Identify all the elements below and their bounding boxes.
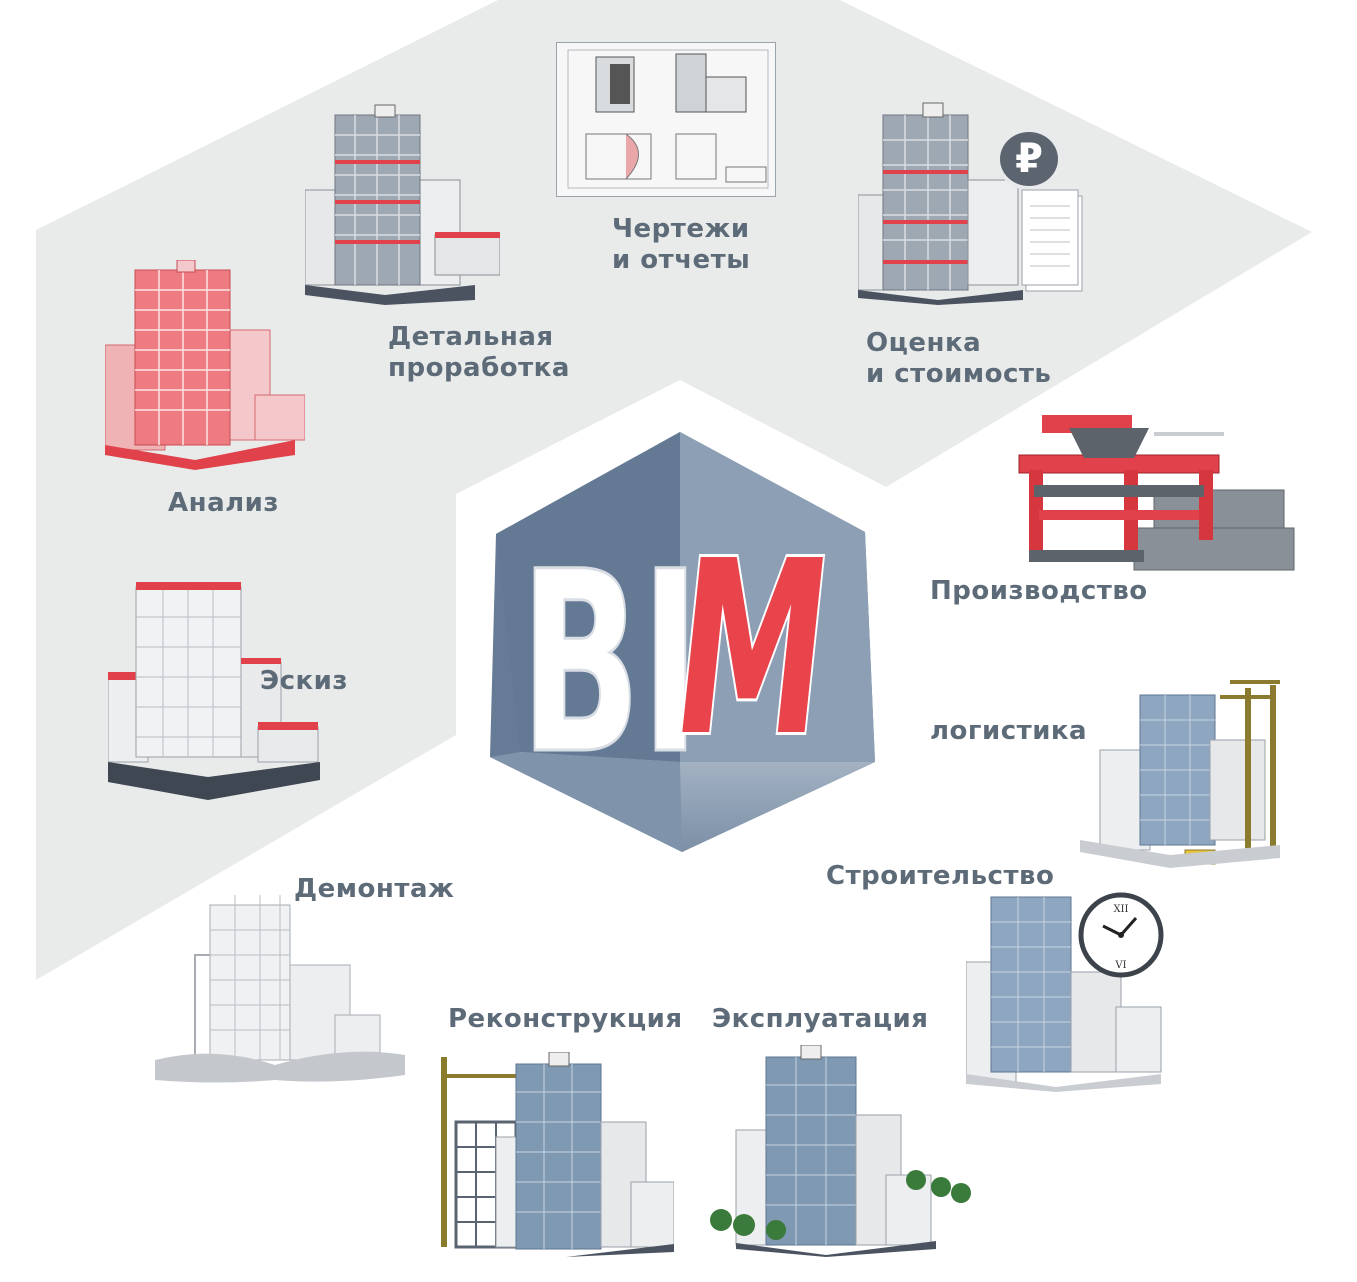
label-reconstruction: Реконструкция [448,1004,683,1034]
drawing-sheet-icon [556,42,776,197]
label-production: Производство [930,576,1148,606]
building-estimate-icon [858,102,1023,305]
concrete-plant-icon [1018,415,1295,571]
bim-cube-logo: BI M [490,432,875,852]
ruble-coin-icon: ₽ [996,128,1062,190]
building-analysis-icon [105,260,305,470]
ruble-symbol: ₽ [1015,136,1043,182]
building-sketch-icon [108,582,320,800]
clock-numeral-top: XII [1113,904,1128,915]
building-operation-icon [710,1045,971,1257]
building-reconstruction-icon [441,1052,674,1257]
bim-letters-bi: BI [520,518,700,809]
clock-numeral-bottom: VI [1114,960,1126,971]
label-detailed: Детальная проработка [388,322,570,383]
label-construction: Строительство [826,861,1055,891]
building-logistics-icon [1080,680,1280,868]
clock-icon: XII VI [1078,892,1164,978]
label-operation: Эксплуатация [712,1004,929,1034]
label-analysis: Анализ [168,488,279,518]
label-demolition: Демонтаж [294,874,455,904]
label-logistics: логистика [930,716,1088,746]
tree-icon [710,1170,971,1240]
label-estimate: Оценка и стоимость [866,328,1052,389]
document-stack-icon [1021,189,1083,292]
building-detailed-icon [305,104,500,305]
building-demolition-icon [155,895,405,1083]
building-construction-icon [966,896,1162,1092]
label-drawings: Чертежи и отчеты [612,214,751,275]
bim-letter-m: M [662,510,841,789]
label-sketch: Эскиз [260,666,348,696]
